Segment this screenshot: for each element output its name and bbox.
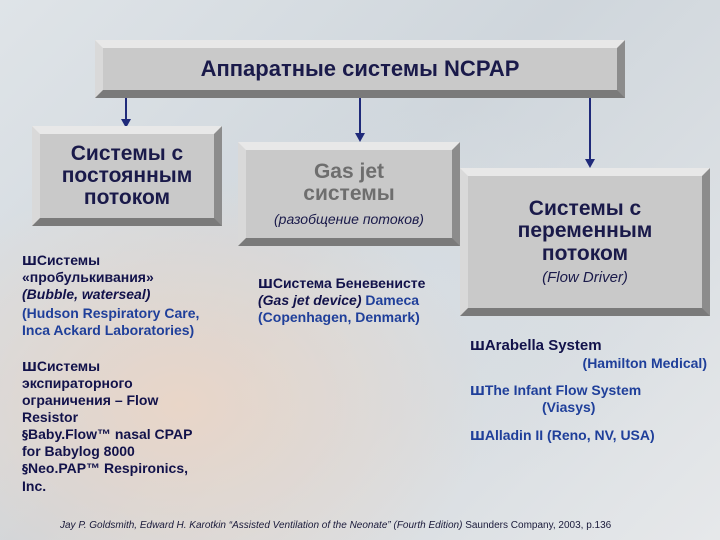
bullet-icon: Ш [22, 360, 37, 374]
page-title: Аппаратные системы NCPAP [200, 56, 520, 81]
citation-footer: Jay P. Goldsmith, Edward H. Karotkin “As… [60, 520, 612, 531]
sub-item-neopap: §Neo.PAP™ Respironics, Inc. [22, 460, 189, 494]
right-list-item-infant-flow: ШThe Infant Flow System (Viasys) [470, 382, 642, 416]
left-list-item-bubble: ШСистемы «пробулькивания» (Bubble, water… [22, 252, 232, 339]
arrow-left-icon [121, 119, 131, 128]
right-list-item-alladin: ШAlladin II (Reno, NV, USA) [470, 426, 655, 443]
bullet-icon: Ш [470, 339, 485, 353]
box-gas-jet-header: Gas jet системы [303, 159, 395, 205]
title-box: Аппаратные системы NCPAP [95, 40, 625, 98]
box-variable-flow-subtitle: (Flow Driver) [542, 268, 628, 286]
right-list: ШArabella System (Hamilton Medical) ШThe… [470, 337, 715, 444]
square-bullet-icon: § [22, 462, 28, 477]
bullet-icon: Ш [470, 428, 485, 443]
connector-middle [359, 96, 361, 134]
connector-right [589, 96, 591, 160]
square-bullet-icon: § [22, 428, 28, 443]
arrow-middle-icon [355, 133, 365, 142]
arrow-right-icon [585, 159, 595, 168]
box-constant-flow: Системы с постоянным потоком [32, 126, 222, 226]
right-list-item-arabella: ШArabella System (Hamilton Medical) [470, 337, 707, 372]
bullet-icon: Ш [258, 277, 273, 291]
box-variable-flow-header: Системы с переменным потоком [517, 197, 653, 265]
middle-list-item-benveniste: ШСистема Беневенисте (Gas jet device) Da… [258, 275, 426, 326]
box-gas-jet: Gas jet системы (разобщение потоков) [238, 142, 460, 246]
bullet-icon: Ш [470, 384, 485, 399]
left-list-item-flow-resistor: ШСистемы экспираторного ограничения – Fl… [22, 358, 232, 495]
connector-left [125, 96, 127, 120]
box-gas-jet-subtitle: (разобщение потоков) [274, 211, 424, 228]
box-variable-flow: Системы с переменным потоком (Flow Drive… [460, 168, 710, 316]
sub-item-babyflow: §Baby.Flow™ nasal CPAP for Babylog 8000 [22, 426, 193, 460]
bullet-icon: Ш [22, 254, 37, 268]
box-constant-flow-header: Системы с постоянным потоком [61, 141, 193, 210]
bubble-makers: (Hudson Respiratory Care, Inca Ackard La… [22, 305, 200, 339]
